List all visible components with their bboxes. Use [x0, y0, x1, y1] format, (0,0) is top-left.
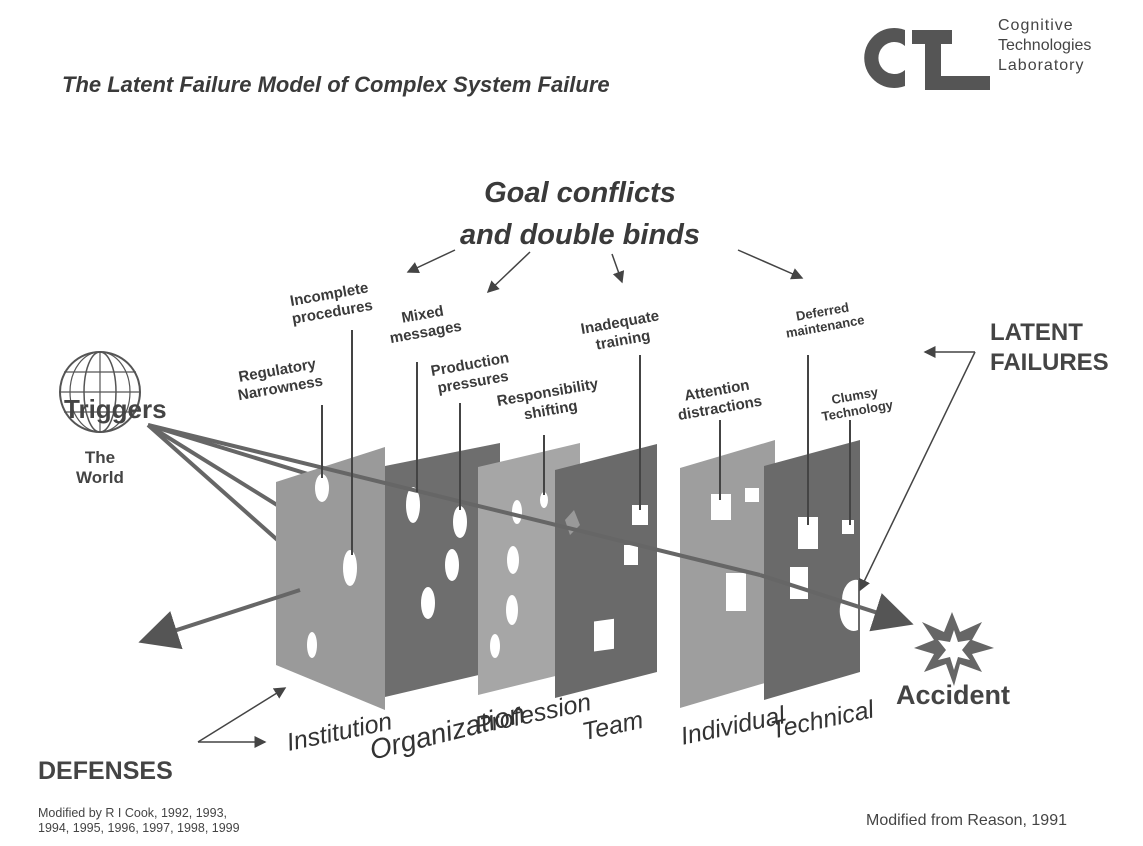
page-title: The Latent Failure Model of Complex Syst…: [62, 72, 610, 97]
latent-arrows: [859, 346, 976, 592]
triggers-label: Triggers: [64, 394, 167, 424]
organization-plate: [385, 443, 500, 697]
the-world-label: The World: [76, 448, 124, 488]
ctl-logo-text: Cognitive Technologies Laboratory: [998, 16, 1091, 76]
label-pointers: [321, 330, 851, 555]
defenses-arrows: [197, 687, 287, 748]
footer-left-line-2: 1994, 1995, 1996, 1997, 1998, 1999: [38, 821, 240, 835]
latent-line-1: LATENT: [990, 319, 1083, 346]
globe-icon: [59, 351, 141, 433]
latent-line-2: FAILURES: [990, 349, 1109, 376]
explosion-icon: [914, 612, 994, 686]
footer-left: Modified by R I Cook, 1992, 1993, 1994, …: [38, 806, 240, 836]
defenses-label: DEFENSES: [38, 757, 173, 785]
accident-trajectory: [147, 423, 914, 632]
logo-line-2: Technologies: [998, 37, 1092, 54]
deflected-arrow: [138, 588, 301, 650]
goal-conflicts-line-1: Goal conflicts: [484, 177, 676, 209]
team-plate: [555, 444, 657, 698]
goal-arrows: [406, 249, 804, 294]
latent-failures-label: LATENT FAILURES: [990, 318, 1109, 378]
world-line-2: World: [76, 468, 124, 487]
individual-plate: [680, 440, 775, 708]
logo-line-3: Laboratory: [998, 57, 1085, 74]
logo-line-1: Cognitive: [998, 17, 1074, 34]
footer-right: Modified from Reason, 1991: [866, 812, 1067, 829]
ctl-logo-mark: [864, 28, 990, 90]
footer-left-line-1: Modified by R I Cook, 1992, 1993,: [38, 806, 228, 820]
world-line-1: The: [84, 448, 116, 467]
technical-plate: [764, 440, 860, 700]
goal-conflicts-heading: Goal conflicts and double binds: [400, 172, 760, 256]
profession-plate: [478, 443, 580, 695]
accident-label: Accident: [896, 680, 1011, 710]
institution-plate: [276, 447, 385, 710]
goal-conflicts-line-2: and double binds: [459, 219, 701, 251]
